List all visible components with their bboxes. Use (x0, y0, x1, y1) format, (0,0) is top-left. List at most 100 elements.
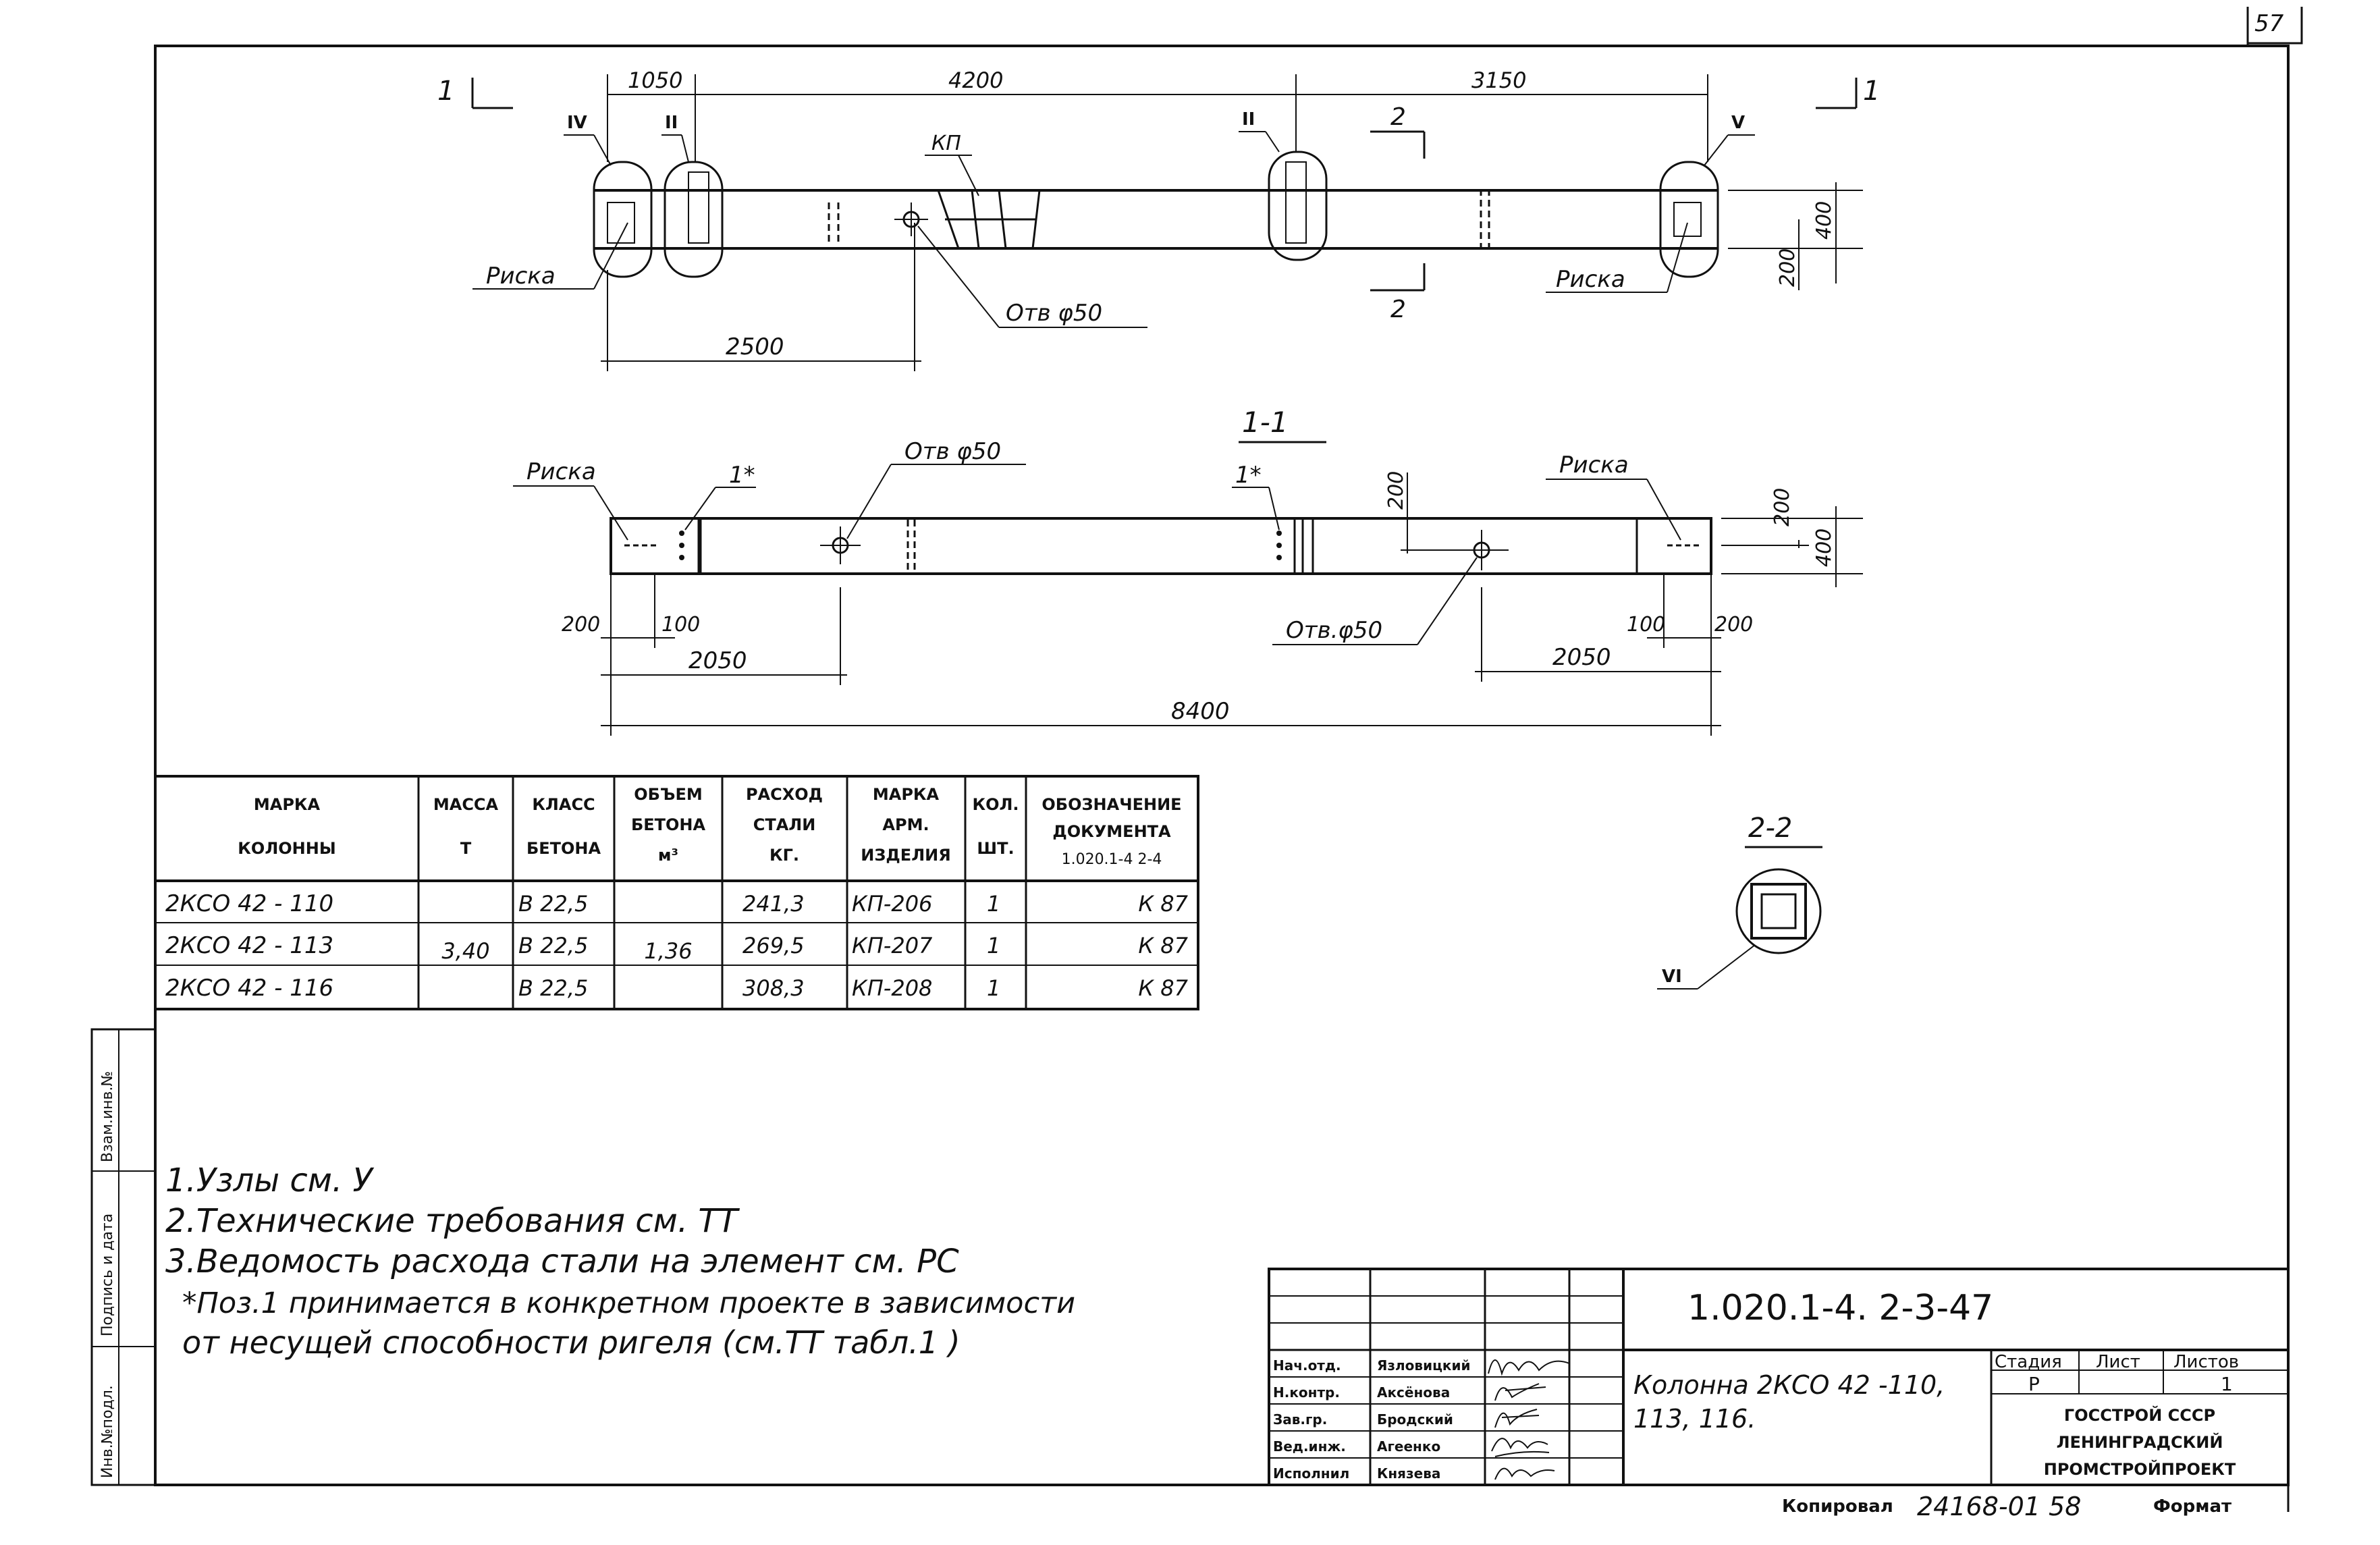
cut-2-bottom: 2 (1390, 296, 1406, 323)
section-2-2: 2-2 VI (1657, 813, 1822, 990)
org-1: ГОССТРОЙ СССР (2064, 1405, 2215, 1425)
row-1-mark: 2КСО 42 - 110 (165, 890, 333, 917)
hdr-mark-1: МАРКА (254, 795, 321, 814)
name-5: Князева (1377, 1465, 1440, 1482)
section-1-1: 1-1 Риска Риска 1* (513, 406, 1863, 736)
plan-view: 1050 4200 3150 2500 400 200 КП Отв φ50 Р… (437, 67, 1880, 371)
section-2-2-title: 2-2 (1748, 813, 1792, 844)
org-2: ЛЕНИНГРАДСКИЙ (2057, 1432, 2223, 1452)
dim-3150: 3150 (1471, 67, 1526, 93)
hdr-class-2: БЕТОНА (526, 839, 601, 858)
role-4: Вед.инж. (1273, 1438, 1346, 1455)
hdr-steel-1: РАСХОД (746, 785, 823, 804)
stage-header: Стадия (1995, 1352, 2062, 1372)
cut-2-top: 2 (1390, 103, 1406, 131)
row-2-qty: 1 (987, 933, 1000, 958)
row-1-arm: КП-206 (852, 891, 932, 917)
hdr-arm-1: МАРКА (873, 785, 940, 804)
dim-4200: 4200 (948, 67, 1003, 93)
note-4: *Поз.1 принимается в конкретном проекте … (182, 1286, 1075, 1320)
notes: 1.Узлы см. У 2.Технические требования см… (165, 1162, 1075, 1361)
dim-200-top-right: 200 (1770, 488, 1794, 526)
node-mark-iv: IV (567, 113, 587, 133)
dim-2500: 2500 (726, 333, 784, 360)
sheet-value: 1 (2221, 1373, 2233, 1395)
node-mark-ii-right: II (1242, 109, 1255, 130)
name-4: Агеенко (1377, 1438, 1440, 1455)
section-pos-left: 1* (729, 462, 755, 489)
row-1-doc: К 87 (1138, 891, 1188, 917)
dim-8400: 8400 (1171, 698, 1230, 725)
page-number: 57 (2254, 10, 2284, 37)
node-mark-v: V (1731, 113, 1745, 133)
hdr-arm-2: АРМ. (882, 815, 929, 834)
row-3-doc: К 87 (1138, 975, 1188, 1001)
row-2-doc: К 87 (1138, 933, 1188, 958)
hdr-mass-1: МАССА (433, 795, 499, 814)
side-stamp-sign: Подпись и дата (99, 1214, 116, 1336)
signature-1 (1488, 1359, 1570, 1376)
dim-200-vert: 200 (1384, 471, 1408, 510)
note-1: 1.Узлы см. У (165, 1162, 375, 1199)
dim-200-right: 200 (1714, 613, 1753, 636)
side-stamp: Инв.№подл. Подпись и дата Взам.инв.№ (90, 1028, 157, 1486)
role-1: Нач.отд. (1273, 1357, 1341, 1374)
section-hole-label-2: Отв.φ50 (1286, 617, 1382, 644)
role-2: Н.контр. (1273, 1384, 1340, 1401)
hdr-mark-2: КОЛОННЫ (238, 839, 335, 858)
row-2-steel: 269,5 (742, 933, 805, 958)
hdr-volume-2: БЕТОНА (631, 815, 706, 834)
hdr-qty-1: КОЛ. (972, 795, 1019, 814)
sheets-header: Листов (2173, 1352, 2239, 1372)
format-label: Формат (2153, 1496, 2232, 1517)
hdr-volume-3: м³ (658, 846, 678, 865)
hdr-volume-1: ОБЪЕМ (634, 785, 703, 804)
side-stamp-inv: Инв.№подл. (99, 1385, 116, 1478)
section-risk-left: Риска (526, 458, 596, 485)
note-5: от несущей способности ригеля (см.ТТ таб… (182, 1324, 961, 1361)
cut-1-left: 1 (437, 76, 454, 107)
cut-1-right: 1 (1863, 76, 1880, 107)
section-hole-label-1: Отв φ50 (904, 438, 1001, 465)
row-1-class: В 22,5 (518, 891, 588, 917)
org-3: ПРОМСТРОЙПРОЕКТ (2044, 1459, 2236, 1479)
section-pos-right: 1* (1235, 462, 1262, 489)
signature-5 (1494, 1467, 1555, 1480)
row-2-mark: 2КСО 42 - 113 (165, 932, 333, 959)
stage-value: Р (2028, 1373, 2040, 1395)
signature-3 (1494, 1409, 1540, 1428)
hdr-doc-3: 1.020.1-4 2-4 (1062, 851, 1162, 868)
row-2-class: В 22,5 (518, 933, 588, 958)
hdr-mass-2: Т (460, 839, 472, 858)
section-1-1-title: 1-1 (1242, 406, 1289, 439)
row-3-class: В 22,5 (518, 975, 588, 1001)
row-3-qty: 1 (987, 975, 1000, 1001)
plan-hole-label: Отв φ50 (1006, 300, 1102, 327)
plan-risk-right: Риска (1556, 266, 1625, 293)
row-3-mark: 2КСО 42 - 116 (165, 975, 333, 1002)
side-stamp-replace: Взам.инв.№ (99, 1071, 116, 1162)
dim-400-plan: 400 (1812, 201, 1836, 240)
copied-label: Копировал (1782, 1496, 1893, 1517)
name-1: Язловицкий (1377, 1357, 1471, 1374)
row-2-arm: КП-207 (852, 933, 933, 958)
hdr-qty-2: ШТ. (977, 839, 1014, 858)
signature-2 (1494, 1383, 1546, 1401)
shared-volume: 1,36 (644, 938, 692, 964)
node-mark-ii-left: II (665, 113, 678, 133)
hdr-steel-3: КГ. (769, 846, 799, 865)
hdr-steel-2: СТАЛИ (753, 815, 816, 834)
hdr-arm-3: ИЗДЕЛИЯ (861, 846, 950, 865)
kp-label: КП (931, 132, 961, 155)
name-3: Бродский (1377, 1411, 1453, 1428)
signature-4 (1491, 1438, 1550, 1457)
dim-1050: 1050 (628, 67, 682, 93)
note-2: 2.Технические требования см. ТТ (165, 1202, 740, 1240)
doc-code: 1.020.1-4. 2-3-47 (1687, 1288, 1993, 1328)
name-2: Аксёнова (1377, 1384, 1450, 1401)
row-3-arm: КП-208 (852, 975, 932, 1001)
dim-200-plan: 200 (1776, 248, 1800, 287)
row-1-qty: 1 (987, 891, 1000, 917)
role-3: Зав.гр. (1273, 1411, 1327, 1428)
